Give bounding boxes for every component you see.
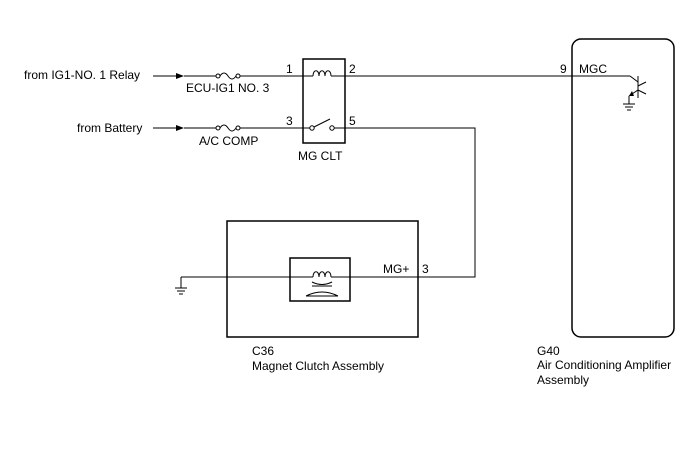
relay-switch-icon bbox=[303, 118, 345, 131]
relay-pin2-label: 2 bbox=[349, 62, 356, 76]
clutch-pin-label: 3 bbox=[422, 262, 429, 276]
clutch-ground-icon bbox=[175, 277, 187, 295]
relay-pin3-label: 3 bbox=[286, 114, 293, 128]
amplifier-terminal-label: MGC bbox=[579, 62, 607, 76]
relay-box bbox=[302, 58, 346, 144]
fuse-ac-comp-icon bbox=[215, 124, 241, 132]
clutch-inner-box bbox=[289, 257, 351, 302]
amplifier-ground-icon bbox=[623, 103, 635, 111]
fuse-ac-comp-label: A/C COMP bbox=[199, 134, 258, 148]
relay-pin1-label: 1 bbox=[286, 62, 293, 76]
clutch-box bbox=[226, 220, 419, 338]
battery-arrow-icon bbox=[176, 125, 184, 131]
amplifier-connector-label: G40 bbox=[537, 344, 560, 358]
wire-relay-to-clutch bbox=[345, 127, 476, 278]
fuse-ecu-ig1-label: ECU-IG1 NO. 3 bbox=[186, 81, 270, 95]
clutch-terminal-label: MG+ bbox=[383, 262, 409, 276]
amplifier-box bbox=[571, 38, 675, 338]
amplifier-name-line1: Air Conditioning Amplifier bbox=[537, 358, 671, 372]
relay-name-label: MG CLT bbox=[298, 149, 343, 163]
clutch-connector-label: C36 bbox=[252, 344, 274, 358]
ig1-source-label: from IG1-NO. 1 Relay bbox=[24, 68, 140, 82]
fuse-ecu-ig1-icon bbox=[215, 72, 241, 80]
amplifier-name-line2: Assembly bbox=[537, 373, 589, 387]
ig1-arrow-icon bbox=[176, 73, 184, 79]
relay-coil-icon bbox=[303, 70, 345, 77]
clutch-coil-icon bbox=[181, 271, 418, 297]
clutch-name-label: Magnet Clutch Assembly bbox=[252, 359, 384, 373]
relay-pin5-label: 5 bbox=[349, 114, 356, 128]
transistor-icon bbox=[572, 75, 647, 104]
battery-source-label: from Battery bbox=[77, 121, 142, 135]
amplifier-pin-label: 9 bbox=[560, 62, 567, 76]
